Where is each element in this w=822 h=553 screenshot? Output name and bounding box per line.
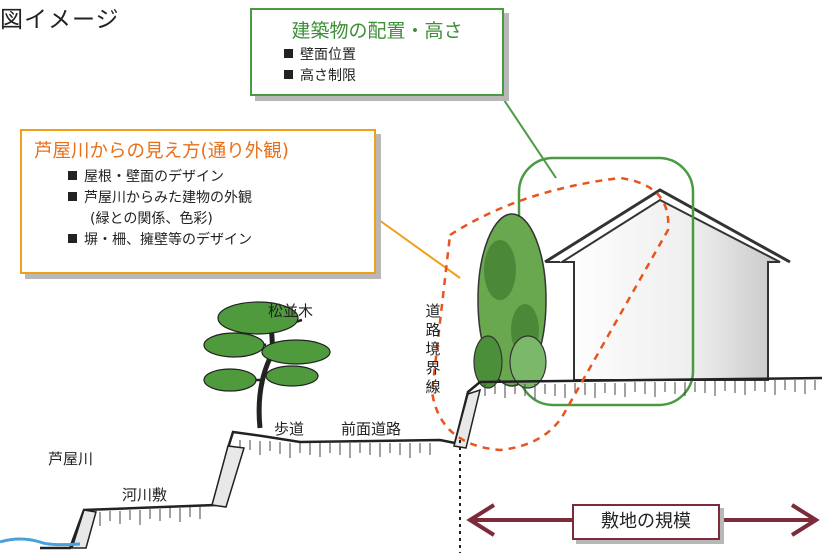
list-item: 芦屋川からみた建物の外観: [68, 188, 374, 209]
building-layout-box: 建築物の配置・高さ 壁面位置 高さ制限: [250, 8, 504, 96]
riverbed-label: 河川敷: [122, 486, 168, 504]
ashiya-river-label: 芦屋川: [48, 450, 94, 468]
site-scale-label: 敷地の規模: [572, 504, 720, 540]
page-title: 図イメージ: [0, 7, 120, 33]
square-bullet-icon: [68, 234, 77, 243]
river-view-box: 芦屋川からの見え方(通り外観) 屋根・壁面のデザイン 芦屋川からみた建物の外観 …: [20, 129, 376, 274]
garden-tree: [473, 213, 547, 389]
road-boundary-label: 道 路 境 界 線: [425, 302, 441, 396]
river-box-title: 芦屋川からの見え方(通り外観): [34, 141, 289, 162]
list-item: 高さ制限: [284, 66, 502, 87]
list-item-sub: (緑との関係、色彩): [90, 211, 213, 227]
pine-tree: [203, 301, 331, 429]
front-road-label: 前面道路: [341, 420, 402, 438]
river-water: [0, 537, 81, 547]
square-bullet-icon: [68, 192, 77, 201]
view-area-dashed: [430, 176, 670, 452]
square-bullet-icon: [68, 171, 77, 180]
building-box-title: 建築物の配置・高さ: [291, 20, 463, 42]
retaining-walls: [70, 388, 482, 549]
sidewalk-label: 歩道: [274, 420, 305, 438]
house-drawing: [544, 188, 791, 381]
list-item: 塀・柵、擁壁等のデザイン: [68, 230, 374, 251]
list-item: 屋根・壁面のデザイン: [68, 167, 374, 188]
connector-line-building: [499, 93, 557, 179]
square-bullet-icon: [284, 70, 293, 79]
list-item: 壁面位置: [284, 45, 502, 66]
pine-trees-label: 松並木: [268, 302, 314, 320]
square-bullet-icon: [284, 49, 293, 58]
